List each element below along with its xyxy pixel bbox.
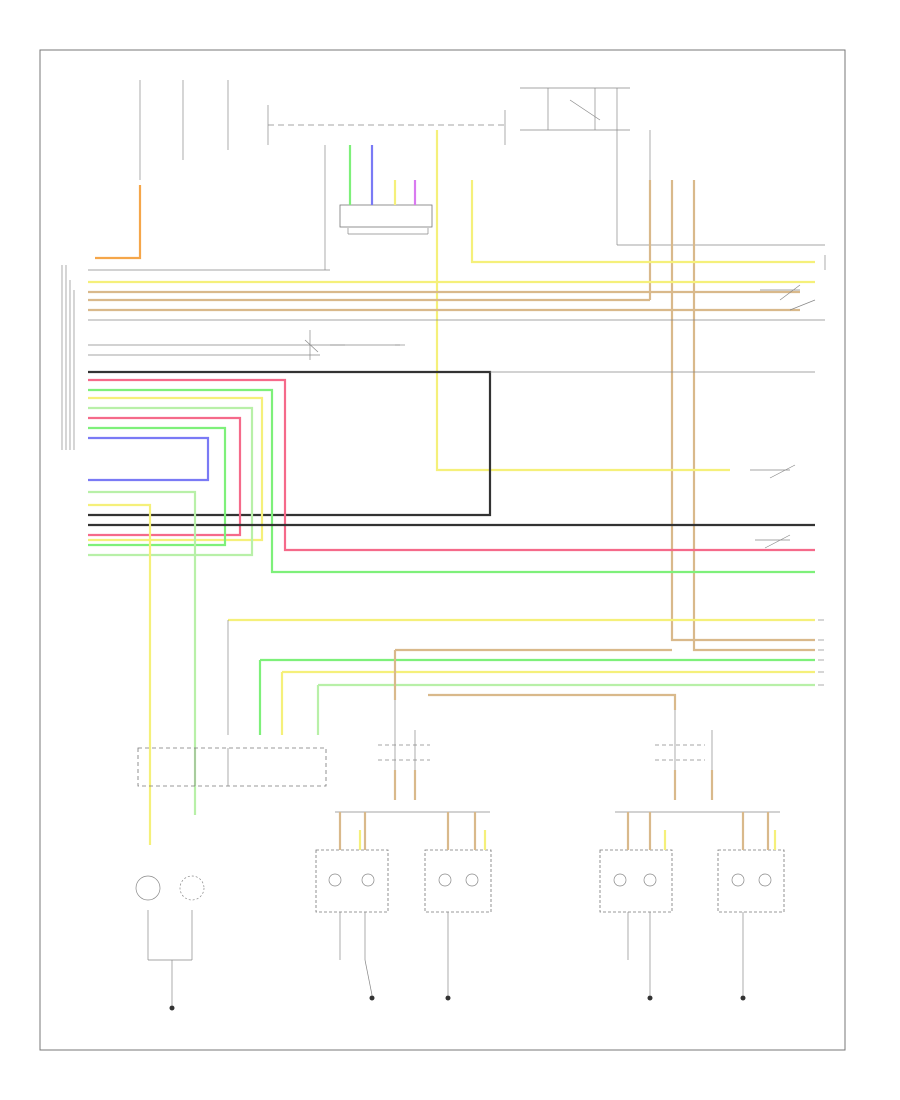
right-switches — [750, 284, 816, 549]
right-connector-ticks — [818, 255, 826, 686]
wire-orange-top — [95, 185, 142, 260]
diagram-frame — [39, 49, 846, 1051]
wire-tan-right-2 — [670, 180, 815, 642]
top-bus — [267, 105, 506, 145]
side-lamp-left — [135, 875, 205, 901]
wire-yellow-right — [470, 180, 815, 264]
relay-right-center — [655, 710, 713, 800]
left-bundle — [61, 265, 75, 450]
headlamp-right-outer — [717, 849, 785, 913]
junction-block — [137, 747, 327, 787]
top-right-relay — [520, 87, 825, 246]
wire-yellow-center — [435, 130, 730, 472]
grounds — [147, 910, 744, 1005]
connector-top-center — [339, 204, 433, 235]
wire-tan-right-3 — [692, 180, 815, 652]
headlamp-left-inner — [424, 849, 492, 913]
ground-dots — [169, 995, 746, 1011]
top-left-fuses — [139, 80, 229, 180]
headlamp-right-inner — [599, 849, 673, 913]
headlamp-left-outer — [315, 849, 389, 913]
relay-center-left — [304, 330, 405, 360]
relay-left-center — [378, 700, 430, 800]
